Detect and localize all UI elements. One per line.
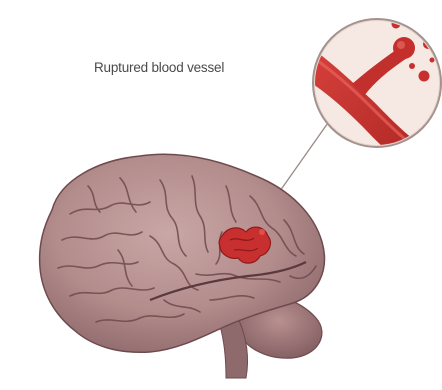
callout-label: Ruptured blood vessel	[94, 60, 224, 75]
magnifier-circle	[300, 19, 441, 188]
